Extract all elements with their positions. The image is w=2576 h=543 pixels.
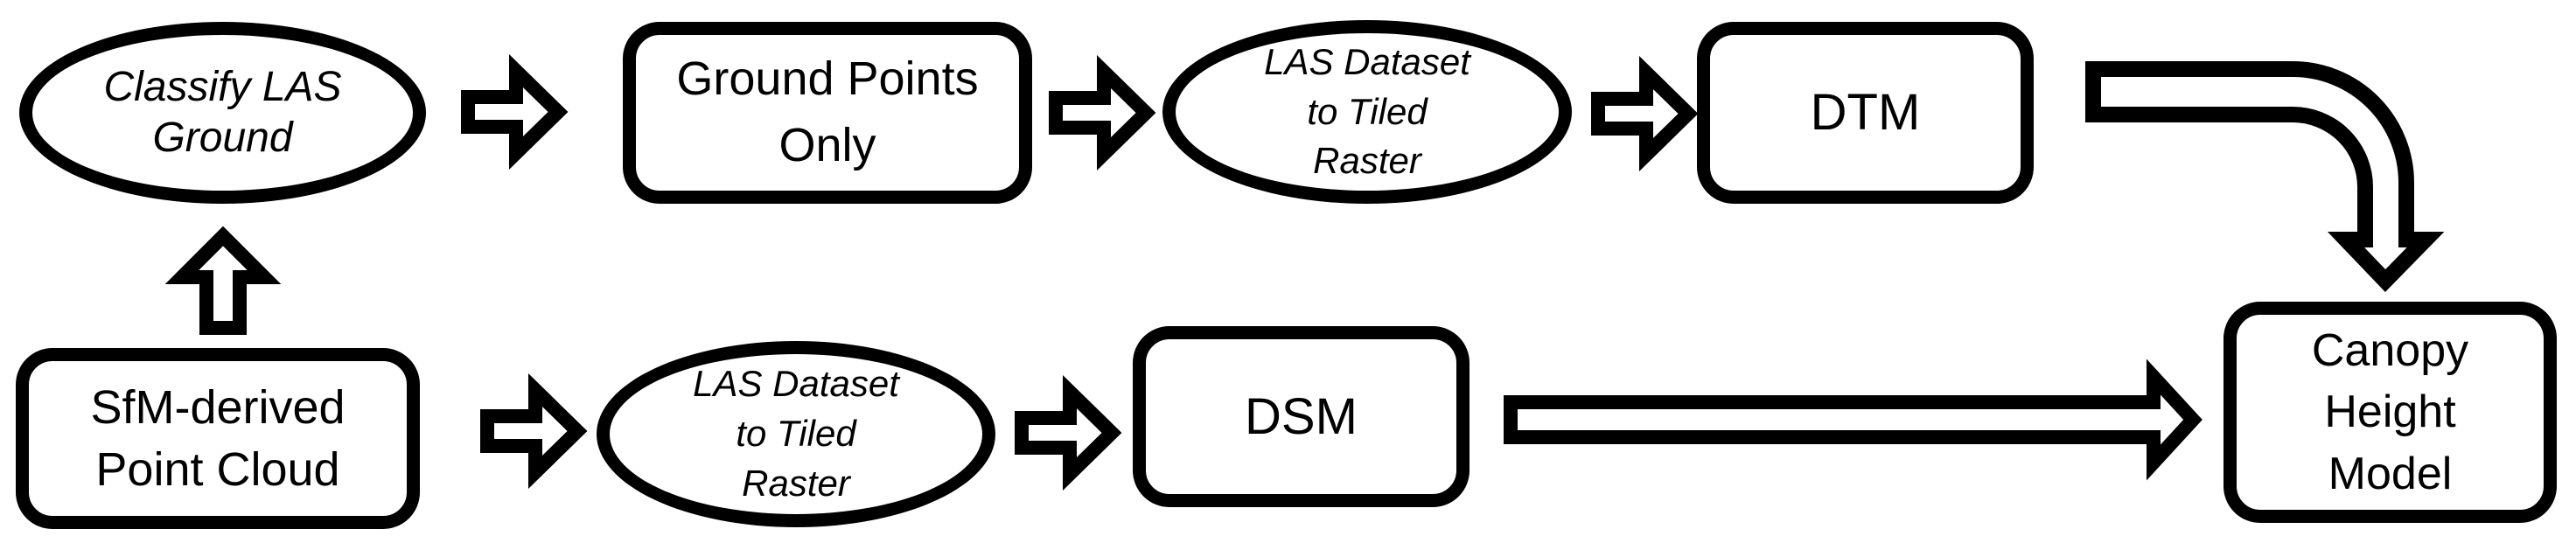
node-label-line: Raster bbox=[1313, 140, 1421, 182]
node-label-line: Raster bbox=[742, 462, 850, 504]
arrow-right-lasraster-to-dtm-icon bbox=[1591, 55, 1699, 172]
arrow-right-groundpoints-to-lasraster-icon bbox=[1049, 54, 1156, 171]
node-las-dataset-to-tiled-raster-bottom: LAS Dataset to Tiled Raster bbox=[597, 341, 995, 527]
node-label-line: Classify LAS bbox=[103, 64, 342, 111]
node-label-line: Model bbox=[2328, 448, 2453, 499]
arrow-up-sfm-to-classify-icon bbox=[164, 226, 282, 335]
node-las-dataset-to-tiled-raster-top: LAS Dataset to Tiled Raster bbox=[1162, 20, 1572, 204]
node-label-line: Only bbox=[778, 119, 876, 171]
node-label-line: SfM-derived bbox=[90, 381, 346, 435]
node-canopy-height-model: Canopy Height Model bbox=[2223, 302, 2557, 523]
node-label-line: Point Cloud bbox=[95, 442, 340, 496]
arrow-right-sfm-to-lasraster-icon bbox=[480, 372, 588, 490]
arrow-bent-dtm-to-chm-icon bbox=[2085, 61, 2445, 292]
node-label-line: DTM bbox=[1810, 84, 1921, 142]
arrow-long-dsm-to-chm-icon bbox=[1504, 359, 2203, 481]
node-label-line: to Tiled bbox=[1307, 90, 1428, 132]
arrow-right-classify-to-groundpoints-icon bbox=[461, 53, 569, 171]
node-dsm: DSM bbox=[1133, 326, 1470, 507]
arrow-right-lasraster-to-dsm-icon bbox=[1015, 374, 1122, 491]
node-label-line: LAS Dataset bbox=[693, 363, 899, 405]
node-sfm-derived-point-cloud: SfM-derived Point Cloud bbox=[16, 348, 420, 529]
node-label-line: Height bbox=[2324, 386, 2456, 438]
node-label-line: Canopy bbox=[2311, 325, 2469, 377]
node-classify-las-ground: Classify LAS Ground bbox=[19, 22, 426, 204]
node-label-line: LAS Dataset bbox=[1264, 40, 1470, 82]
node-label-line: to Tiled bbox=[736, 413, 856, 455]
node-label-line: DSM bbox=[1245, 387, 1358, 445]
node-dtm: DTM bbox=[1697, 22, 2034, 204]
node-ground-points-only: Ground Points Only bbox=[623, 22, 1032, 204]
node-label-line: Ground bbox=[152, 115, 293, 161]
node-label-line: Ground Points bbox=[676, 52, 979, 106]
